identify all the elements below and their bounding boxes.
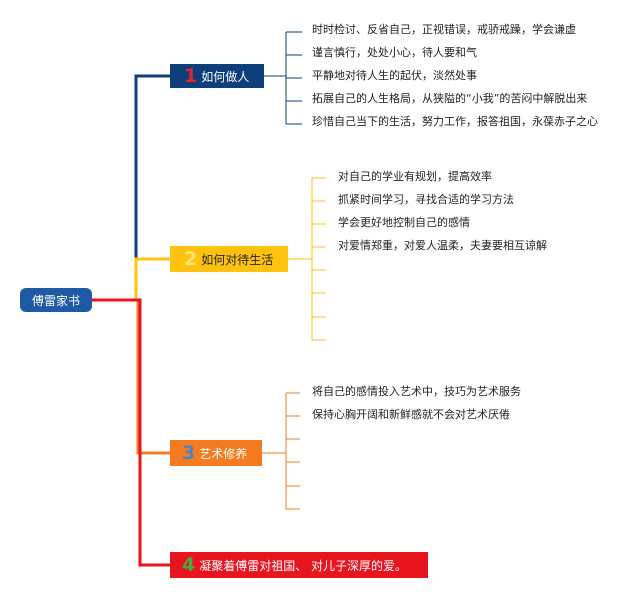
- leaf-item: 拓展自己的人生格局，从狭隘的“小我”的苦闷中解脱出来: [312, 92, 588, 105]
- branch-label-3: 艺术修养: [199, 446, 248, 461]
- leaf-item: 对爱情郑重，对爱人温柔，夫妻要相互谅解: [338, 239, 547, 252]
- leaf-item: 珍惜自己当下的生活，努力工作，报答祖国，永葆赤子之心: [312, 115, 598, 128]
- leaf-item: 对自己的学业有规划，提高效率: [338, 170, 492, 183]
- branch-node-2: 2 如何对待生活: [170, 246, 288, 272]
- leaf-item: 学会更好地控制自己的感情: [338, 216, 470, 229]
- root-node: 傅雷家书: [20, 288, 92, 312]
- leaf-item: 抓紧时间学习，寻找合适的学习方法: [338, 193, 514, 206]
- leaf-item: 平静地对待人生的起伏，淡然处事: [312, 69, 477, 82]
- branch-node-3: 3 艺术修养: [170, 440, 262, 466]
- leaf-item: 时时检讨、反省自己，正视错误，戒骄戒躁，学会谦虚: [312, 23, 576, 36]
- leaf-item: 保持心胸开阔和新鲜感就不会对艺术厌倦: [312, 408, 510, 421]
- branch-label-1: 如何做人: [201, 69, 250, 84]
- branch-number-4: 4: [182, 554, 196, 576]
- branch-node-4: 4 凝聚着傅雷对祖国、 对儿子深厚的爱。: [170, 552, 428, 578]
- branch-label-2: 如何对待生活: [201, 252, 274, 267]
- root-label: 傅雷家书: [31, 293, 80, 308]
- leaf-item: 将自己的感情投入艺术中，技巧为艺术服务: [312, 385, 521, 398]
- branch-number-1: 1: [184, 65, 198, 87]
- branch-number-2: 2: [184, 248, 198, 270]
- branch-number-3: 3: [182, 442, 196, 464]
- leaf-item: 谨言慎行，处处小心，待人要和气: [312, 46, 477, 59]
- branch-node-1: 1 如何做人: [170, 64, 264, 88]
- branch-label-4: 凝聚着傅雷对祖国、 对儿子深厚的爱。: [199, 558, 408, 573]
